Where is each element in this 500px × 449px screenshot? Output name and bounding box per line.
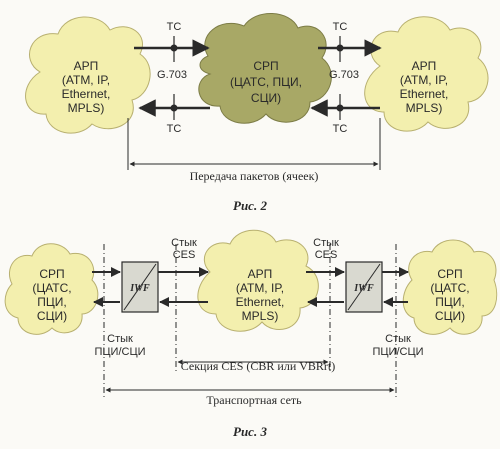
- transport-network-span: Транспортная сеть: [105, 387, 395, 407]
- srp-cloud-left-line4: СЦИ): [37, 309, 67, 323]
- transport-network-label: Транспортная сеть: [206, 393, 302, 407]
- apr-cloud-right-line3: Ethernet,: [400, 87, 449, 101]
- srp-cloud-center-line2: (ЦАТС, ПЦИ,: [230, 75, 302, 89]
- tc-label-bottom-left: TC: [167, 123, 182, 135]
- tc-node-bottom-left: [170, 104, 178, 112]
- ces-junction-right-line1: Стык: [313, 237, 339, 249]
- link-right: TC TC G.703: [310, 21, 382, 135]
- apr-cloud-left-line1: АРП: [74, 59, 99, 73]
- junction-lines: [103, 244, 397, 400]
- apr-cloud-left-line3: Ethernet,: [62, 87, 111, 101]
- srp-cloud-right-line4: СЦИ): [435, 309, 465, 323]
- apr-cloud-right: АРП (ATM, IP, Ethernet, MPLS): [364, 16, 489, 132]
- packet-transfer-label: Передача пакетов (ячеек): [190, 169, 319, 183]
- srp-cloud-right-line3: ПЦИ,: [435, 295, 464, 309]
- apr-cloud-right-line4: MPLS): [406, 101, 443, 115]
- apr-cloud-left-line2: (ATM, IP,: [62, 73, 110, 87]
- apr-cloud-right-line2: (ATM, IP,: [400, 73, 448, 87]
- srp-cloud-right-line2: (ЦАТС,: [430, 281, 469, 295]
- apr-cloud-left-line4: MPLS): [68, 101, 105, 115]
- caption-figure-2: Рис. 2: [233, 198, 267, 213]
- apr-cloud-center-line2: (ATM, IP,: [236, 281, 284, 295]
- apr-cloud-center-line1: АРП: [248, 267, 273, 281]
- srp-cloud-center-line1: СРП: [253, 59, 278, 73]
- tc-node-top-left: [170, 44, 178, 52]
- apr-cloud-right-line1: АРП: [412, 59, 437, 73]
- tc-label-top-left: TC: [167, 21, 182, 33]
- iwf-box-left: IWF: [121, 261, 159, 313]
- ces-section-span: Секция CES (CBR или VBRrt): [177, 359, 336, 373]
- apr-cloud-left: АРП (ATM, IP, Ethernet, MPLS): [25, 16, 151, 134]
- srp-cloud-left-line2: (ЦАТС,: [32, 281, 71, 295]
- srp-cloud-center: СРП (ЦАТС, ПЦИ, СЦИ): [198, 13, 332, 124]
- pdh-junction-right-line2: ПЦИ/СЦИ: [373, 346, 424, 358]
- srp-cloud-left-line1: СРП: [39, 267, 64, 281]
- apr-cloud-center-line3: Ethernet,: [236, 295, 285, 309]
- srp-cloud-right: СРП (ЦАТС, ПЦИ, СЦИ): [402, 239, 498, 335]
- ces-junction-left-line2: CES: [173, 249, 196, 261]
- ces-section-label: Секция CES (CBR или VBRrt): [181, 359, 336, 373]
- iwf-box-right: IWF: [345, 261, 383, 313]
- srp-cloud-left-line3: ПЦИ,: [37, 295, 66, 309]
- apr-cloud-center-line4: MPLS): [242, 309, 279, 323]
- iwf-label-left: IWF: [129, 283, 150, 294]
- pdh-junction-right-line1: Стык: [385, 333, 411, 345]
- g703-label-right: G.703: [329, 69, 359, 81]
- srp-cloud-right-line1: СРП: [437, 267, 462, 281]
- caption-figure-3: Рис. 3: [233, 424, 267, 439]
- figure-2: АРП (ATM, IP, Ethernet, MPLS) СРП (ЦАТС,…: [25, 13, 489, 213]
- srp-cloud-center-line3: СЦИ): [251, 91, 281, 105]
- srp-cloud-left: СРП (ЦАТС, ПЦИ, СЦИ): [4, 243, 99, 335]
- ces-junction-left-line1: Стык: [171, 237, 197, 249]
- figure-3: СРП (ЦАТС, ПЦИ, СЦИ) АРП (ATM, IP, Ether…: [4, 229, 498, 439]
- g703-label-left: G.703: [157, 69, 187, 81]
- iwf-label-right: IWF: [353, 283, 374, 294]
- tc-label-bottom-right: TC: [333, 123, 348, 135]
- tc-node-top-right: [336, 44, 344, 52]
- pdh-junction-left-line2: ПЦИ/СЦИ: [95, 346, 146, 358]
- link-left: TC TC G.703: [134, 21, 210, 135]
- tc-label-top-right: TC: [333, 21, 348, 33]
- ces-junction-right-line2: CES: [315, 249, 338, 261]
- pdh-junction-left-line1: Стык: [107, 333, 133, 345]
- packet-transfer-span: Передача пакетов (ячеек): [127, 118, 381, 183]
- apr-cloud-center: АРП (ATM, IP, Ethernet, MPLS): [197, 229, 319, 332]
- tc-node-bottom-right: [336, 104, 344, 112]
